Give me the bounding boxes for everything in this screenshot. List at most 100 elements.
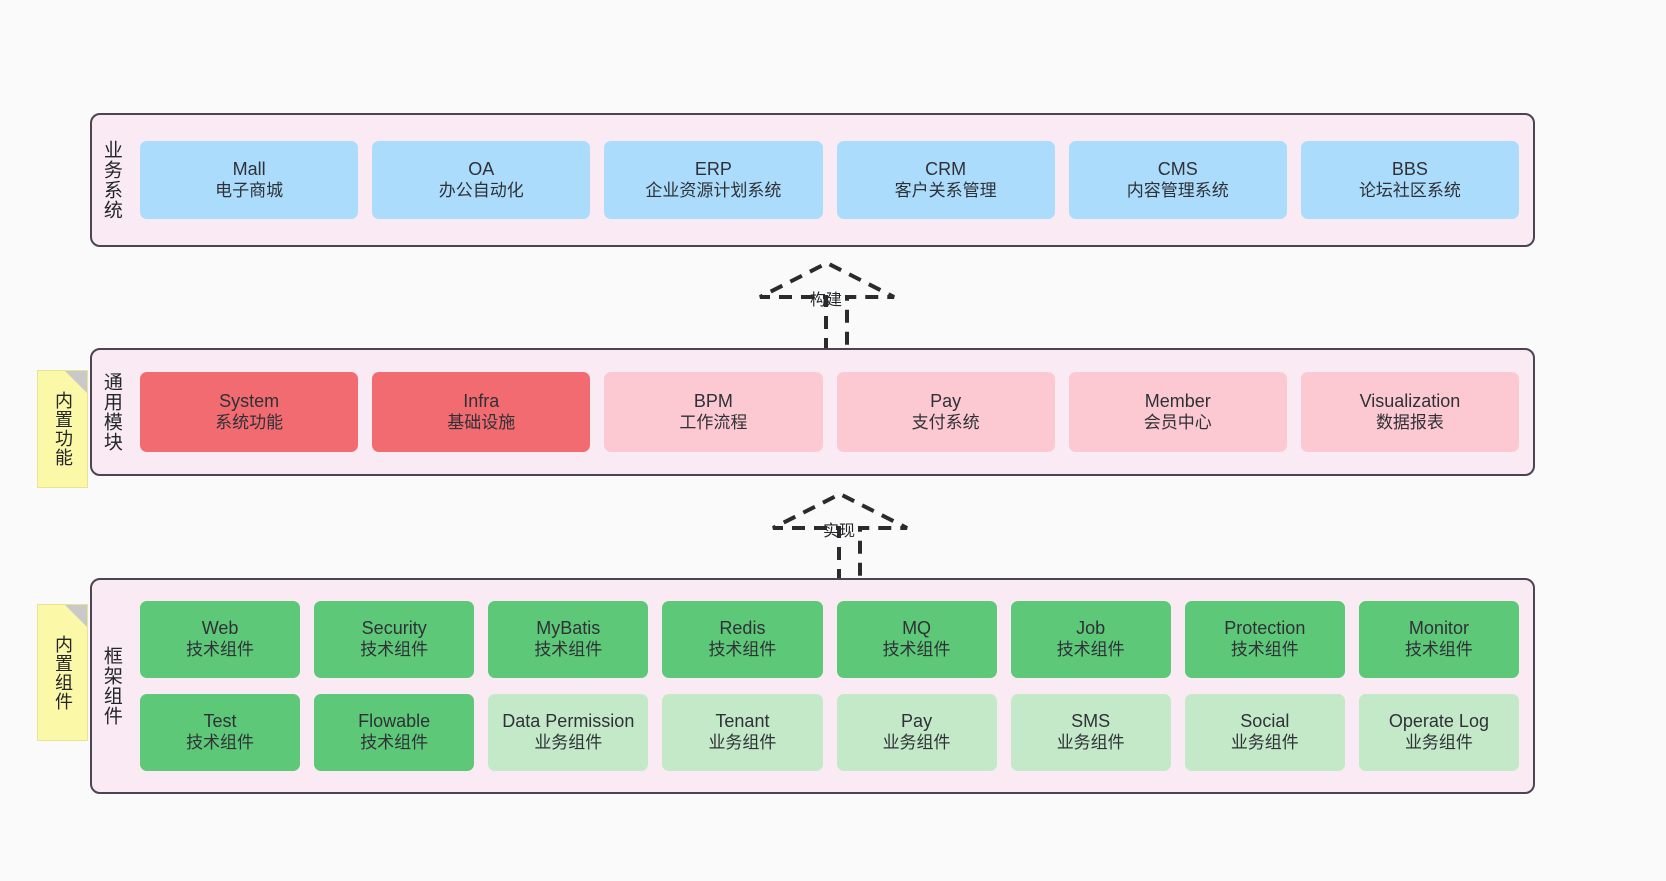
card-operate-log[interactable]: Operate Log 业务组件 [1358,694,1519,771]
card-social[interactable]: Social 业务组件 [1184,694,1345,771]
card-title-en: OA [468,158,495,179]
card-title-en: Member [1144,390,1211,411]
card-title-en: ERP [694,158,732,179]
connector-implement-arrow: 实现 [763,486,933,584]
card-title-cn: 业务组件 [882,733,951,753]
card-title-cn: 基础设施 [447,412,516,432]
card-title-en: BBS [1391,158,1428,179]
card-member[interactable]: Member 会员中心 [1068,372,1287,452]
card-title-cn: 系统功能 [215,412,284,432]
card-pay[interactable]: Pay 支付系统 [836,372,1055,452]
card-mybatis[interactable]: MyBatis 技术组件 [488,601,649,678]
card-security[interactable]: Security 技术组件 [314,601,475,678]
cards-area-common: System 系统功能 Infra 基础设施 BPM 工作流程 Pay 支付系统… [130,350,1533,474]
card-title-cn: 客户关系管理 [894,180,997,200]
card-title-en: MQ [902,618,932,639]
card-title-cn: 技术组件 [186,733,255,753]
card-title-cn: 数据报表 [1375,412,1444,432]
card-title-en: CRM [925,158,967,179]
card-title-cn: 技术组件 [186,640,255,660]
card-title-cn: 企业资源计划系统 [645,180,782,200]
card-title-en: Security [361,618,427,639]
card-title-cn: 支付系统 [911,412,980,432]
dashed-hollow-arrow-icon [759,260,895,353]
card-title-cn: 技术组件 [360,733,429,753]
card-title-cn: 业务组件 [1230,733,1299,753]
card-title-cn: 技术组件 [1056,640,1125,660]
card-erp[interactable]: ERP 企业资源计划系统 [604,141,823,219]
card-sms[interactable]: SMS 业务组件 [1010,694,1171,771]
layer-panel-business: 业务系统 Mall 电子商城 OA 办公自动化 ERP 企业资源计划系统 CRM… [90,113,1535,247]
card-title-cn: 技术组件 [882,640,951,660]
card-visualization[interactable]: Visualization 数据报表 [1300,372,1520,452]
card-title-en: Job [1076,618,1106,639]
card-title-cn: 技术组件 [534,640,603,660]
card-title-en: Social [1240,711,1290,732]
card-system[interactable]: System 系统功能 [140,372,359,452]
card-title-en: Operate Log [1388,711,1489,732]
card-web[interactable]: Web 技术组件 [140,601,301,678]
layer-panel-common: 通用模块 System 系统功能 Infra 基础设施 BPM 工作流程 Pay… [90,348,1535,476]
card-title-cn: 办公自动化 [438,180,524,200]
card-title-en: Mall [232,158,266,179]
card-protection[interactable]: Protection 技术组件 [1184,601,1345,678]
sticky-note-builtin-features: 内置功能 [37,370,88,488]
card-title-cn: 内容管理系统 [1126,180,1229,200]
cards-area-framework: Web 技术组件 Security 技术组件 MyBatis 技术组件 Redi… [130,580,1533,792]
card-title-en: Monitor [1408,618,1469,639]
card-row: System 系统功能 Infra 基础设施 BPM 工作流程 Pay 支付系统… [140,372,1520,452]
folded-corner-icon [65,371,87,393]
card-title-cn: 技术组件 [1404,640,1473,660]
card-title-en: MyBatis [536,618,601,639]
card-cms[interactable]: CMS 内容管理系统 [1068,141,1287,219]
card-title-en: CMS [1157,158,1198,179]
card-bpm[interactable]: BPM 工作流程 [604,372,823,452]
card-bbs[interactable]: BBS 论坛社区系统 [1300,141,1520,219]
card-title-cn: 会员中心 [1143,412,1212,432]
card-tenant[interactable]: Tenant 业务组件 [662,694,823,771]
card-title-en: Pay [901,711,933,732]
card-title-cn: 业务组件 [1056,733,1125,753]
card-title-en: Visualization [1359,390,1461,411]
card-title-cn: 业务组件 [708,733,777,753]
card-data-permission[interactable]: Data Permission 业务组件 [488,694,649,771]
card-title-en: SMS [1071,711,1111,732]
card-infra[interactable]: Infra 基础设施 [372,372,591,452]
layer-title-framework: 框架组件 [100,646,122,726]
sticky-note-builtin-components: 内置组件 [37,604,88,741]
card-title-cn: 电子商城 [215,180,284,200]
card-mall[interactable]: Mall 电子商城 [140,141,359,219]
card-monitor[interactable]: Monitor 技术组件 [1358,601,1519,678]
card-title-en: Web [201,618,239,639]
card-title-cn: 业务组件 [1404,733,1473,753]
card-row: Test 技术组件 Flowable 技术组件 Data Permission … [140,694,1519,771]
card-title-en: Protection [1224,618,1306,639]
layer-title-business: 业务系统 [100,140,122,220]
card-title-en: Data Permission [502,711,635,732]
card-mq[interactable]: MQ 技术组件 [836,601,997,678]
sticky-note-label: 内置组件 [52,634,73,711]
card-title-en: Tenant [715,711,770,732]
card-pay-business[interactable]: Pay 业务组件 [836,694,997,771]
card-title-cn: 技术组件 [1230,640,1299,660]
card-row: Web 技术组件 Security 技术组件 MyBatis 技术组件 Redi… [140,601,1519,678]
card-test[interactable]: Test 技术组件 [140,694,301,771]
card-crm[interactable]: CRM 客户关系管理 [836,141,1055,219]
card-title-en: Pay [930,390,962,411]
dashed-hollow-arrow-icon [772,491,908,584]
card-title-en: Redis [719,618,766,639]
card-title-en: Infra [463,390,500,411]
card-job[interactable]: Job 技术组件 [1010,601,1171,678]
card-oa[interactable]: OA 办公自动化 [372,141,591,219]
connector-label-build: 构建 [810,292,843,309]
card-title-en: Test [203,711,237,732]
card-title-cn: 技术组件 [708,640,777,660]
card-redis[interactable]: Redis 技术组件 [662,601,823,678]
layer-title-common: 通用模块 [100,372,122,452]
card-title-en: Flowable [358,711,431,732]
sticky-note-label: 内置功能 [52,391,73,467]
card-flowable[interactable]: Flowable 技术组件 [314,694,475,771]
folded-corner-icon [65,605,87,627]
connector-build-arrow: 构建 [750,255,920,353]
card-title-cn: 技术组件 [360,640,429,660]
